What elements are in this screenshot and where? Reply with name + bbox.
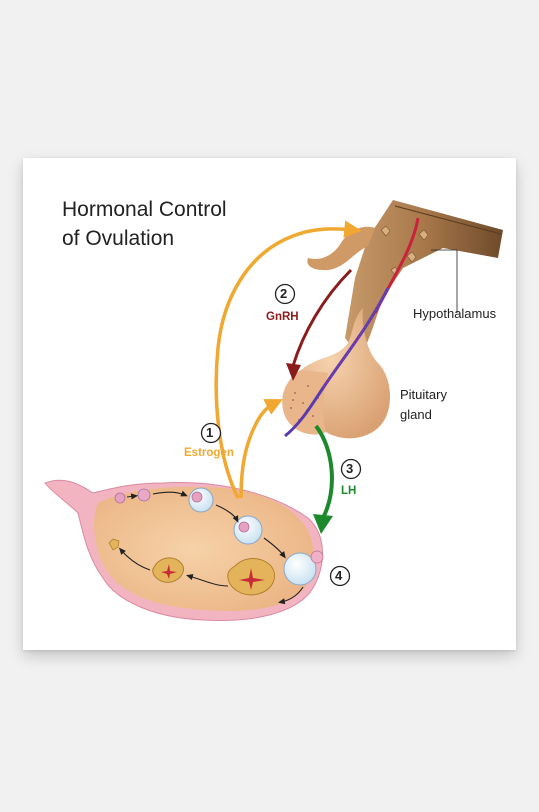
- step-circle-2: [274, 283, 296, 305]
- gnrh-label: GnRH: [266, 311, 299, 323]
- step-circle-4: [329, 565, 351, 587]
- ovary: [44, 479, 324, 621]
- hypothalamus-tissue: [307, 200, 503, 358]
- step-circle-3: [340, 458, 362, 480]
- step-1-number: 1: [206, 425, 214, 440]
- step-circle-1: [200, 422, 222, 444]
- gnrh-arrow: [286, 268, 353, 381]
- step-4-number: 4: [335, 568, 343, 583]
- diagram-card: Hormonal Control of Ovulation: [23, 158, 516, 650]
- step-2-number: 2: [280, 286, 288, 301]
- hypothalamus-pointer: [431, 249, 458, 313]
- corpus-luteum: [108, 538, 275, 596]
- follicles: [114, 487, 324, 586]
- ovulation-diagram: [44, 200, 503, 621]
- title-line-2: of Ovulation: [62, 227, 175, 250]
- title-line-1: Hormonal Control: [62, 198, 227, 221]
- diagram-title: Hormonal Control of Ovulation: [62, 195, 227, 253]
- cycle-arrows: [118, 490, 304, 605]
- estrogen-label: Estrogen: [184, 447, 234, 459]
- step-3-number: 3: [346, 461, 354, 476]
- pituitary-gland: [282, 287, 391, 439]
- hypothalamus-label: Hypothalamus: [413, 306, 497, 321]
- pituitary-label-line-2: gland: [400, 407, 432, 422]
- lh-arrow: [313, 424, 334, 534]
- lh-label: LH: [341, 485, 357, 497]
- pituitary-label-line-1: Pituitary: [400, 387, 447, 402]
